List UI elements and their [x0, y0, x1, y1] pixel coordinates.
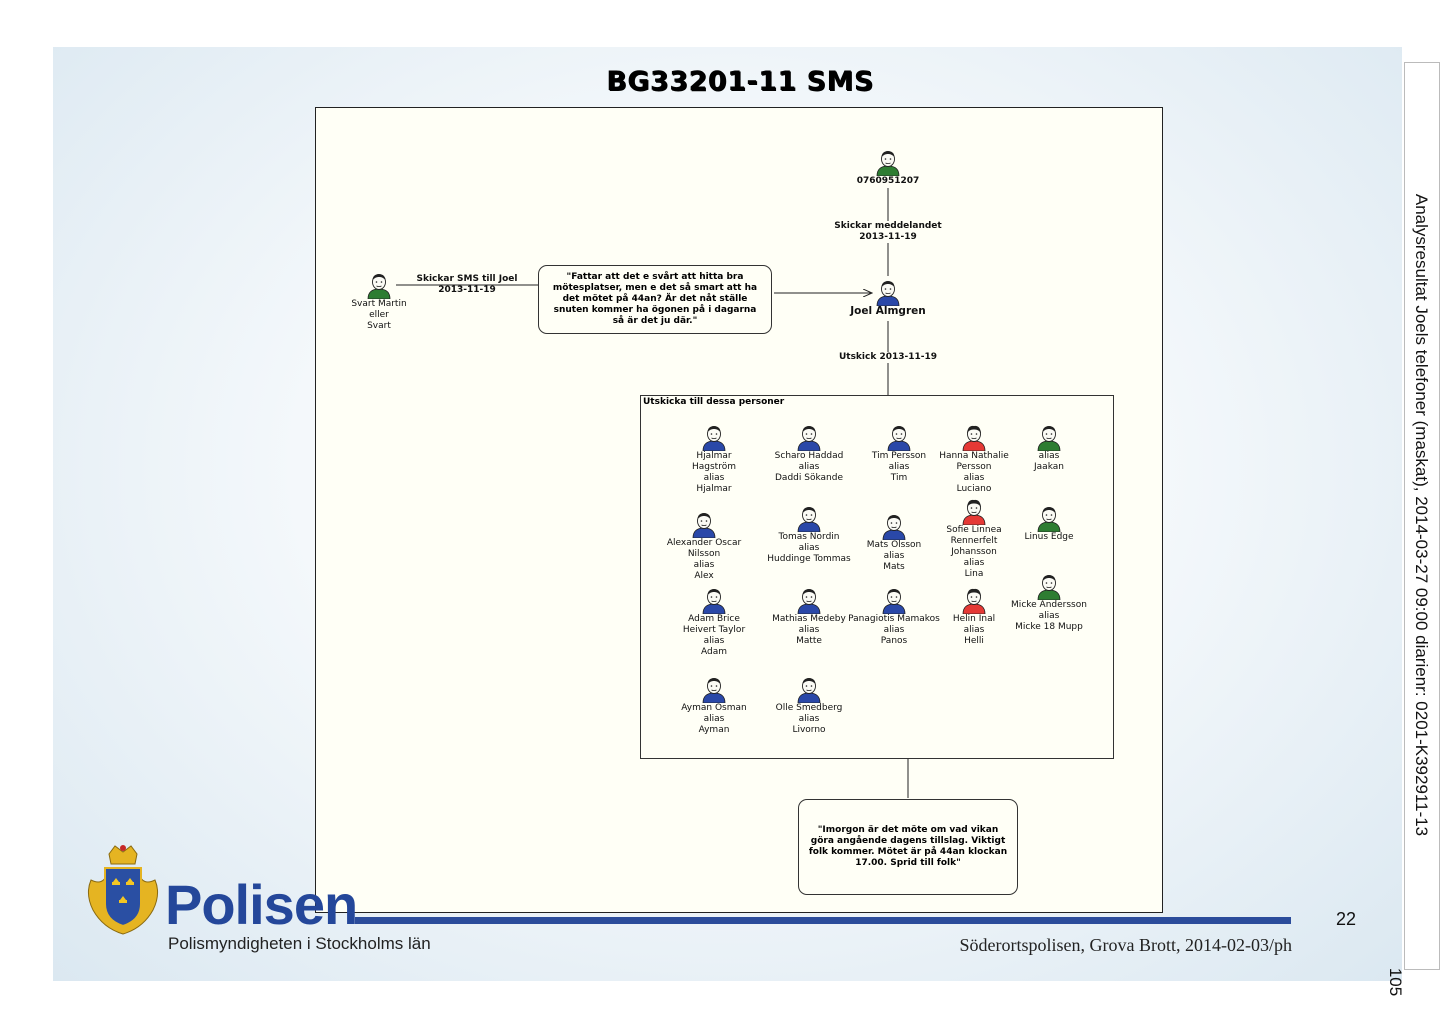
person-label: Tomas Nordin alias Huddinge Tommas — [767, 532, 851, 564]
recipient-person[interactable]: Scharo Haddad alias Daddi Sökande — [769, 423, 849, 484]
person-icon — [367, 274, 391, 299]
recipient-person[interactable]: Tomas Nordin alias Huddinge Tommas — [764, 504, 854, 565]
recipient-person[interactable]: Panagiotis Mamakos alias Panos — [846, 586, 942, 647]
side-panel — [1404, 62, 1440, 970]
edge-label-phone-joel: Skickar meddelandet 2013-11-19 — [828, 221, 948, 243]
node-label: Svart Martin eller Svart — [351, 299, 407, 331]
slide-title: BG33201-11 SMS — [606, 66, 874, 97]
side-caption: Analysresultat Joels telefoner (maskat),… — [1412, 193, 1431, 837]
person-icon — [702, 589, 726, 614]
recipient-person[interactable]: Alexander Oscar Nilsson alias Alex — [654, 510, 754, 582]
recipient-person[interactable]: Adam Brice Heivert Taylor alias Adam — [674, 586, 754, 658]
person-label: alias Jaakan — [1034, 451, 1064, 472]
polisen-logo-text: Polisen — [165, 873, 358, 936]
person-icon — [876, 281, 900, 306]
person-icon — [882, 515, 906, 540]
person-label: Sofie Linnea Rennerfelt Johansson alias … — [946, 525, 1002, 579]
recipient-person[interactable]: Tim Persson alias Tim — [859, 423, 939, 484]
person-icon — [962, 425, 986, 451]
edge-label-svart-msg: Skickar SMS till Joel 2013-11-19 — [416, 274, 518, 295]
police-crest-icon — [87, 845, 159, 935]
node-label: 0760951207 — [856, 176, 920, 186]
sms-broadcast-message-box[interactable]: "Imorgon är det möte om vad vikan göra a… — [798, 799, 1018, 895]
person-icon — [887, 426, 911, 451]
person-icon — [882, 589, 906, 614]
node-joel-almgren[interactable]: Joel Almgren — [838, 278, 938, 317]
person-label: Tim Persson alias Tim — [871, 451, 927, 483]
recipient-person[interactable]: Mathias Medeby alias Matte — [769, 586, 849, 647]
recipient-person[interactable]: Sofie Linnea Rennerfelt Johansson alias … — [934, 497, 1014, 580]
recipients-group[interactable]: Utskicka till dessa personer Hjalmar Hag… — [640, 395, 1114, 759]
person-icon — [797, 507, 821, 532]
group-title: Utskicka till dessa personer — [643, 397, 785, 407]
person-label: Helin Inal alias Helli — [952, 614, 996, 646]
organization-name: Polismyndigheten i Stockholms län — [168, 934, 431, 953]
person-icon — [962, 499, 986, 525]
person-icon — [962, 588, 986, 614]
person-icon — [797, 426, 821, 451]
person-label: Panagiotis Mamakos alias Panos — [848, 614, 940, 646]
person-icon — [702, 426, 726, 451]
recipient-person[interactable]: Linus Edge — [1009, 504, 1089, 543]
footer-source: Söderortspolisen, Grova Brott, 2014-02-0… — [959, 935, 1292, 955]
diagram-canvas: 0760951207 Skickar meddelandet 2013-11-1… — [315, 107, 1163, 913]
recipient-person[interactable]: Micke Andersson alias Micke 18 Mupp — [1009, 572, 1089, 633]
person-label: Hjalmar Hagström alias Hjalmar — [692, 451, 736, 494]
person-icon — [692, 513, 716, 538]
person-icon — [1037, 426, 1061, 451]
recipient-person[interactable]: alias Jaakan — [1009, 423, 1089, 473]
recipient-person[interactable]: Helin Inal alias Helli — [934, 586, 1014, 647]
node-svart-martin[interactable]: Svart Martin eller Svart — [339, 271, 419, 332]
person-label: Linus Edge — [1024, 532, 1074, 542]
person-label: Hanna Nathalie Persson alias Luciano — [939, 451, 1009, 494]
person-icon — [876, 151, 900, 176]
page-number: 22 — [1336, 909, 1357, 929]
person-label: Olle Smedberg alias Livorno — [775, 703, 843, 735]
person-label: Mathias Medeby alias Matte — [772, 614, 846, 646]
person-label: Mats Olsson alias Mats — [866, 540, 922, 572]
node-phone-number[interactable]: 0760951207 — [838, 148, 938, 187]
person-label: Micke Andersson alias Micke 18 Mupp — [1011, 600, 1087, 632]
person-icon — [797, 678, 821, 703]
footer-bar — [355, 917, 1291, 924]
person-icon — [1037, 507, 1061, 532]
recipient-person[interactable]: Mats Olsson alias Mats — [854, 512, 934, 573]
side-page-number: 105 — [1386, 967, 1405, 997]
recipient-person[interactable]: Olle Smedberg alias Livorno — [769, 675, 849, 736]
person-icon — [702, 678, 726, 703]
person-label: Ayman Osman alias Ayman — [681, 703, 747, 735]
recipient-person[interactable]: Hanna Nathalie Persson alias Luciano — [934, 423, 1014, 495]
person-label: Adam Brice Heivert Taylor alias Adam — [682, 614, 746, 657]
person-icon — [1037, 575, 1061, 600]
person-label: Scharo Haddad alias Daddi Sökande — [774, 451, 844, 483]
person-label: Alexander Oscar Nilsson alias Alex — [666, 538, 742, 581]
recipient-person[interactable]: Hjalmar Hagström alias Hjalmar — [674, 423, 754, 495]
edge-label-joel-group: Utskick 2013-11-19 — [833, 352, 943, 363]
node-label: Joel Almgren — [850, 305, 926, 317]
sms-message-box[interactable]: "Fattar att det e svårt att hitta bra mö… — [538, 265, 772, 334]
person-icon — [797, 589, 821, 614]
recipient-person[interactable]: Ayman Osman alias Ayman — [674, 675, 754, 736]
